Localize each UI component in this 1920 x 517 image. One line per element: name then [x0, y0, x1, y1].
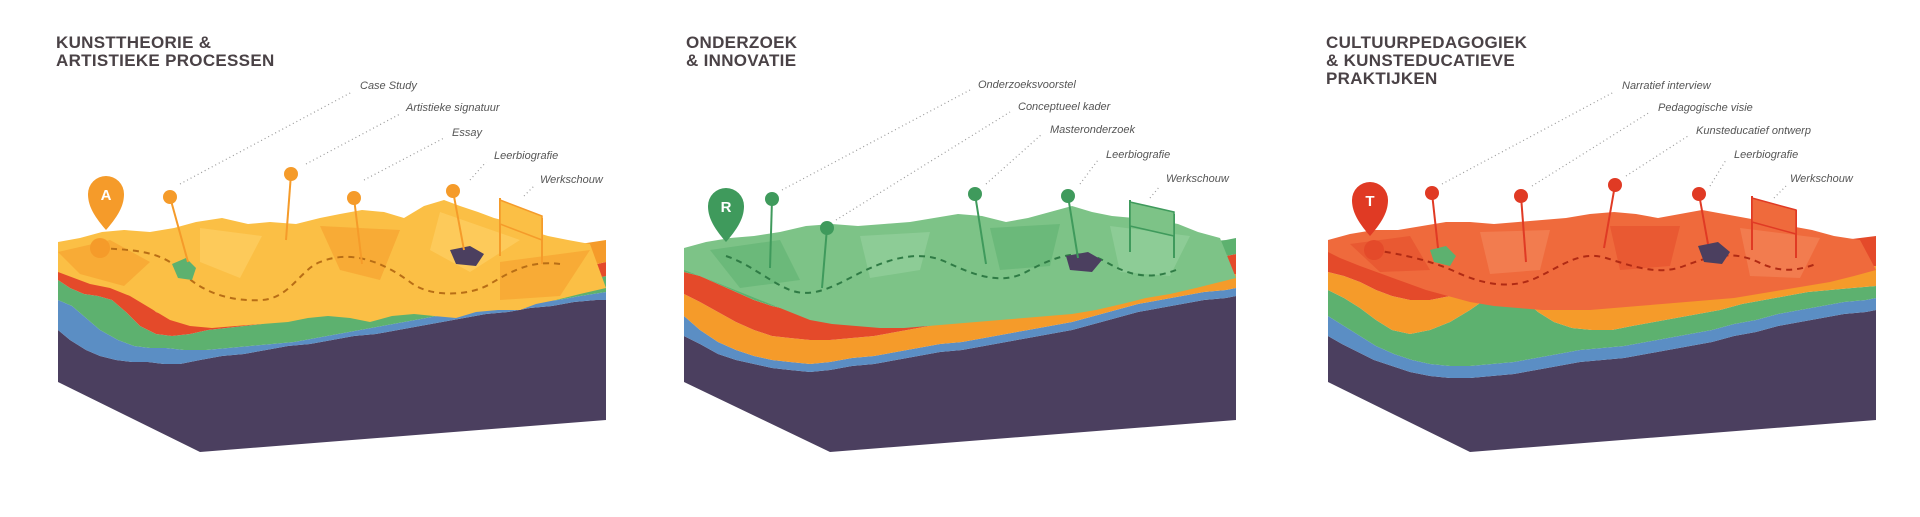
callout-label: Leerbiografie	[1106, 149, 1170, 161]
pin	[1514, 189, 1528, 263]
surface-facet	[58, 240, 150, 286]
stratum-purple	[58, 298, 606, 452]
pin	[820, 221, 834, 289]
pin	[765, 192, 779, 269]
landmark-marker	[450, 246, 484, 266]
callout-label: Narratief interview	[1622, 80, 1712, 92]
pin	[1692, 187, 1709, 245]
surface-facet	[1480, 230, 1550, 274]
callout-label: Masteronderzoek	[1050, 124, 1135, 136]
pin	[284, 167, 298, 241]
terrain-surface	[1328, 210, 1876, 310]
terrain-strata	[1328, 210, 1876, 452]
surface-facet	[990, 224, 1060, 270]
diagram-cultural-pedagogy: CULTUURPEDAGOGIEK & KUNSTEDUCATIEVE PRAK…	[1270, 0, 1890, 517]
terrain-block: T Narratief interview Pedagogische visie…	[1328, 80, 1876, 452]
landmark-marker	[172, 258, 196, 280]
callout-label: Artistieke signatuur	[405, 102, 501, 114]
callout-label: Pedagogische visie	[1658, 102, 1753, 114]
terrain-strata	[58, 200, 606, 452]
landmark-marker	[1066, 252, 1102, 272]
diagram-title: ONDERZOEK & INNOVATIE	[686, 33, 798, 70]
pin	[1603, 178, 1622, 249]
dashed-route	[1373, 249, 1817, 286]
diagram-title: KUNSTTHEORIE & ARTISTIEKE PROCESSEN	[56, 33, 275, 70]
terrain-strata	[684, 206, 1236, 452]
leader-lines	[781, 89, 1161, 221]
flag-icon	[1751, 196, 1797, 258]
diagram-title: CULTUURPEDAGOGIEK & KUNSTEDUCATIEVE PRAK…	[1326, 33, 1528, 88]
pin	[1061, 189, 1079, 259]
terrain-block: A Case Study Artistieke signatuur Essay …	[58, 80, 606, 452]
stratum-orange	[684, 274, 1236, 364]
flag-icon	[499, 198, 543, 264]
surface-facet	[1610, 226, 1680, 270]
map-marker-icon: T	[1352, 182, 1388, 236]
pin	[968, 187, 987, 265]
surface-facet	[860, 232, 930, 278]
callout-label: Werkschouw	[1790, 173, 1854, 185]
marker-letter: T	[1365, 193, 1374, 210]
stratum-blue	[58, 292, 606, 364]
surface-facet	[710, 240, 800, 288]
marker-letter: A	[101, 187, 112, 204]
callout-label: Leerbiografie	[494, 150, 558, 162]
start-spot	[90, 238, 110, 258]
landmark-marker	[1430, 246, 1456, 266]
callout-label: Werkschouw	[1166, 173, 1230, 185]
pin	[446, 184, 465, 251]
diagram-art-theory: KUNSTTHEORIE & ARTISTIEKE PROCESSEN	[0, 0, 620, 517]
leader-lines	[179, 91, 535, 197]
flag-icon	[1129, 200, 1175, 258]
dashed-route	[99, 247, 561, 302]
map-marker-icon: A	[88, 176, 124, 230]
callout-label: Leerbiografie	[1734, 149, 1798, 161]
map-marker-icon: R	[708, 188, 744, 242]
callout-label: Kunsteducatief ontwerp	[1696, 125, 1811, 137]
surface-facet	[1740, 228, 1820, 278]
terrain-block: R Onderzoeksvoorstel Conceptueel kader M…	[684, 79, 1236, 452]
surface-facet	[430, 212, 520, 272]
stratum-purple	[1328, 310, 1876, 452]
pin	[163, 190, 189, 263]
terrain-surface	[684, 206, 1236, 328]
stratum-orange	[1328, 266, 1876, 334]
pin	[347, 191, 363, 265]
callout-label: Conceptueel kader	[1018, 101, 1112, 113]
stratum-purple	[684, 296, 1236, 452]
start-spot	[1364, 240, 1384, 260]
callout-label: Werkschouw	[540, 174, 604, 186]
dashed-route	[725, 253, 1177, 294]
pin	[1425, 186, 1439, 249]
callout-label: Case Study	[360, 80, 418, 92]
marker-letter: R	[721, 199, 732, 216]
stratum-blue	[684, 288, 1236, 372]
leader-lines	[1441, 91, 1787, 199]
surface-facet	[500, 250, 590, 300]
surface-facet	[200, 228, 262, 278]
callout-label: Essay	[452, 127, 483, 139]
diagram-research: ONDERZOEK & INNOVATIE	[630, 0, 1250, 517]
callout-label: Onderzoeksvoorstel	[978, 79, 1076, 91]
landmark-marker	[1698, 242, 1730, 264]
stratum-green	[1328, 286, 1876, 366]
